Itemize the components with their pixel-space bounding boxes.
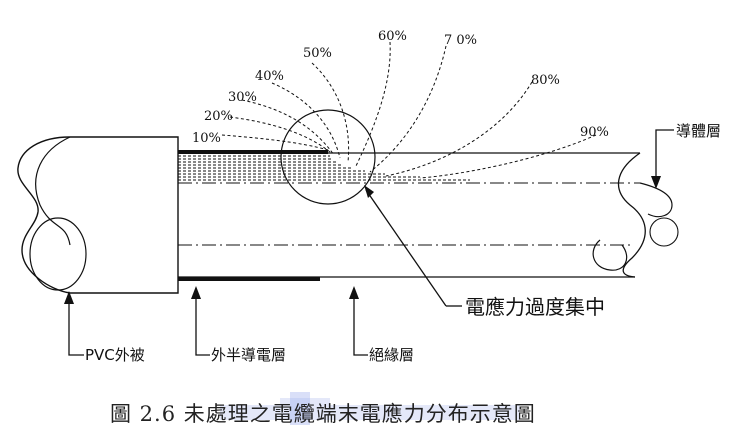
label-70pct: 7 0% bbox=[444, 33, 477, 48]
label-pvc-jacket: PVC外被 bbox=[85, 346, 145, 364]
label-50pct: 50% bbox=[303, 46, 332, 61]
label-60pct: 60% bbox=[378, 29, 407, 44]
arrowhead-semicon bbox=[191, 286, 201, 299]
stress-line-bundle bbox=[178, 155, 470, 181]
cable-body bbox=[178, 152, 640, 278]
conductor-callout: 導體層 bbox=[651, 122, 721, 189]
semicon-callout: 外半導電層 bbox=[191, 286, 286, 364]
label-90pct: 90% bbox=[580, 125, 609, 140]
label-40pct: 40% bbox=[255, 69, 284, 84]
outer-semicon-top bbox=[178, 150, 328, 154]
percentage-labels: 10% 20% 30% 40% 50% 60% 7 0% 80% 90% bbox=[192, 29, 609, 146]
arrowhead-pvc bbox=[64, 291, 74, 304]
figure-caption: 圖 2.6 未處理之電纜端末電應力分布示意圖 bbox=[110, 402, 536, 426]
outer-semicon-band bbox=[178, 277, 320, 281]
stress-concentration-circle bbox=[280, 109, 376, 205]
arrowhead-insulation bbox=[349, 286, 359, 299]
insulation-callout: 絕緣層 bbox=[349, 286, 414, 364]
watermark bbox=[220, 392, 520, 425]
label-20pct: 20% bbox=[204, 109, 233, 124]
label-30pct: 30% bbox=[228, 90, 257, 105]
label-80pct: 80% bbox=[531, 73, 560, 88]
label-insulation: 絕緣層 bbox=[369, 346, 414, 364]
pvc-jacket-end bbox=[17, 136, 179, 294]
stress-callout: 電應力過度集中 bbox=[364, 185, 605, 319]
equipotential-curves bbox=[221, 41, 597, 179]
label-10pct: 10% bbox=[192, 131, 221, 146]
arrowhead-stress bbox=[364, 185, 374, 198]
label-outer-semicon: 外半導電層 bbox=[211, 346, 286, 364]
pvc-callout: PVC外被 bbox=[64, 291, 145, 364]
arrowhead-conductor bbox=[651, 176, 661, 189]
label-conductor-layer: 導體層 bbox=[676, 122, 721, 140]
label-stress-concentration: 電應力過度集中 bbox=[465, 295, 605, 319]
conductor-end bbox=[592, 152, 679, 278]
